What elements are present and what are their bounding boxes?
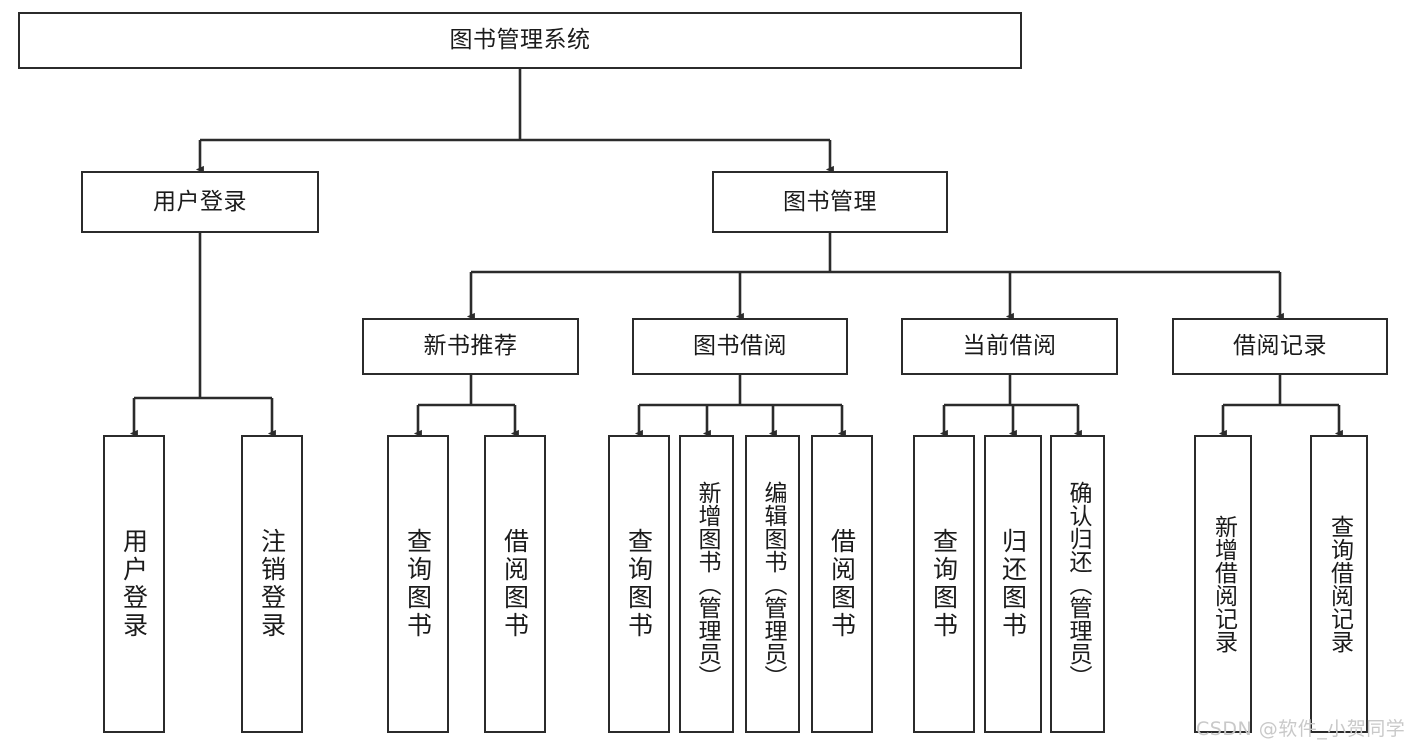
watermark: CSDN @软件_小贺同学 — [1196, 718, 1405, 740]
node-label-leaf-bb-edit: 编辑图书（管理员） — [760, 480, 786, 688]
node-leaf-cb-return: 归还图书 — [984, 435, 1042, 733]
node-borrow: 图书借阅 — [632, 318, 848, 375]
node-label-borrow: 图书借阅 — [693, 333, 787, 360]
node-leaf-bb-add: 新增图书（管理员） — [679, 435, 734, 733]
node-label-leaf-bb-query: 查询图书 — [624, 528, 654, 640]
node-leaf-nb-borrow: 借阅图书 — [484, 435, 546, 733]
node-leaf-bb-query: 查询图书 — [608, 435, 670, 733]
node-leaf-cb-confirm: 确认归还（管理员） — [1050, 435, 1105, 733]
node-label-leaf-bb-borrow: 借阅图书 — [827, 528, 857, 640]
node-leaf-rec-add: 新增借阅记录 — [1194, 435, 1252, 733]
node-current: 当前借阅 — [901, 318, 1118, 375]
node-label-leaf-cb-return: 归还图书 — [998, 528, 1028, 640]
node-leaf-cb-query: 查询图书 — [913, 435, 975, 733]
node-label-leaf-cb-query: 查询图书 — [929, 528, 959, 640]
node-leaf-user-login: 用户登录 — [103, 435, 165, 733]
node-leaf-bb-borrow: 借阅图书 — [811, 435, 873, 733]
node-leaf-bb-edit: 编辑图书（管理员） — [745, 435, 800, 733]
node-label-bookmgmt: 图书管理 — [783, 188, 877, 215]
node-root: 图书管理系统 — [18, 12, 1022, 69]
node-label-login: 用户登录 — [153, 188, 247, 215]
node-records: 借阅记录 — [1172, 318, 1388, 375]
node-label-leaf-rec-query: 查询借阅记录 — [1326, 515, 1353, 653]
node-newbooks: 新书推荐 — [362, 318, 579, 375]
node-label-root: 图书管理系统 — [449, 27, 591, 54]
node-label-leaf-bb-add: 新增图书（管理员） — [694, 480, 720, 688]
node-label-leaf-rec-add: 新增借阅记录 — [1210, 515, 1237, 653]
node-leaf-rec-query: 查询借阅记录 — [1310, 435, 1368, 733]
edge-group — [129, 69, 1343, 438]
node-label-records: 借阅记录 — [1233, 333, 1327, 360]
node-leaf-user-logout: 注销登录 — [241, 435, 303, 733]
node-label-newbooks: 新书推荐 — [423, 333, 518, 360]
node-label-leaf-user-logout: 注销登录 — [257, 528, 287, 640]
node-label-leaf-cb-confirm: 确认归还（管理员） — [1065, 480, 1091, 688]
node-label-leaf-user-login: 用户登录 — [119, 528, 149, 640]
node-leaf-nb-query: 查询图书 — [387, 435, 449, 733]
node-label-current: 当前借阅 — [962, 333, 1057, 360]
node-label-leaf-nb-query: 查询图书 — [403, 528, 433, 640]
node-label-leaf-nb-borrow: 借阅图书 — [500, 528, 530, 640]
node-bookmgmt: 图书管理 — [712, 171, 948, 233]
node-login: 用户登录 — [81, 171, 319, 233]
